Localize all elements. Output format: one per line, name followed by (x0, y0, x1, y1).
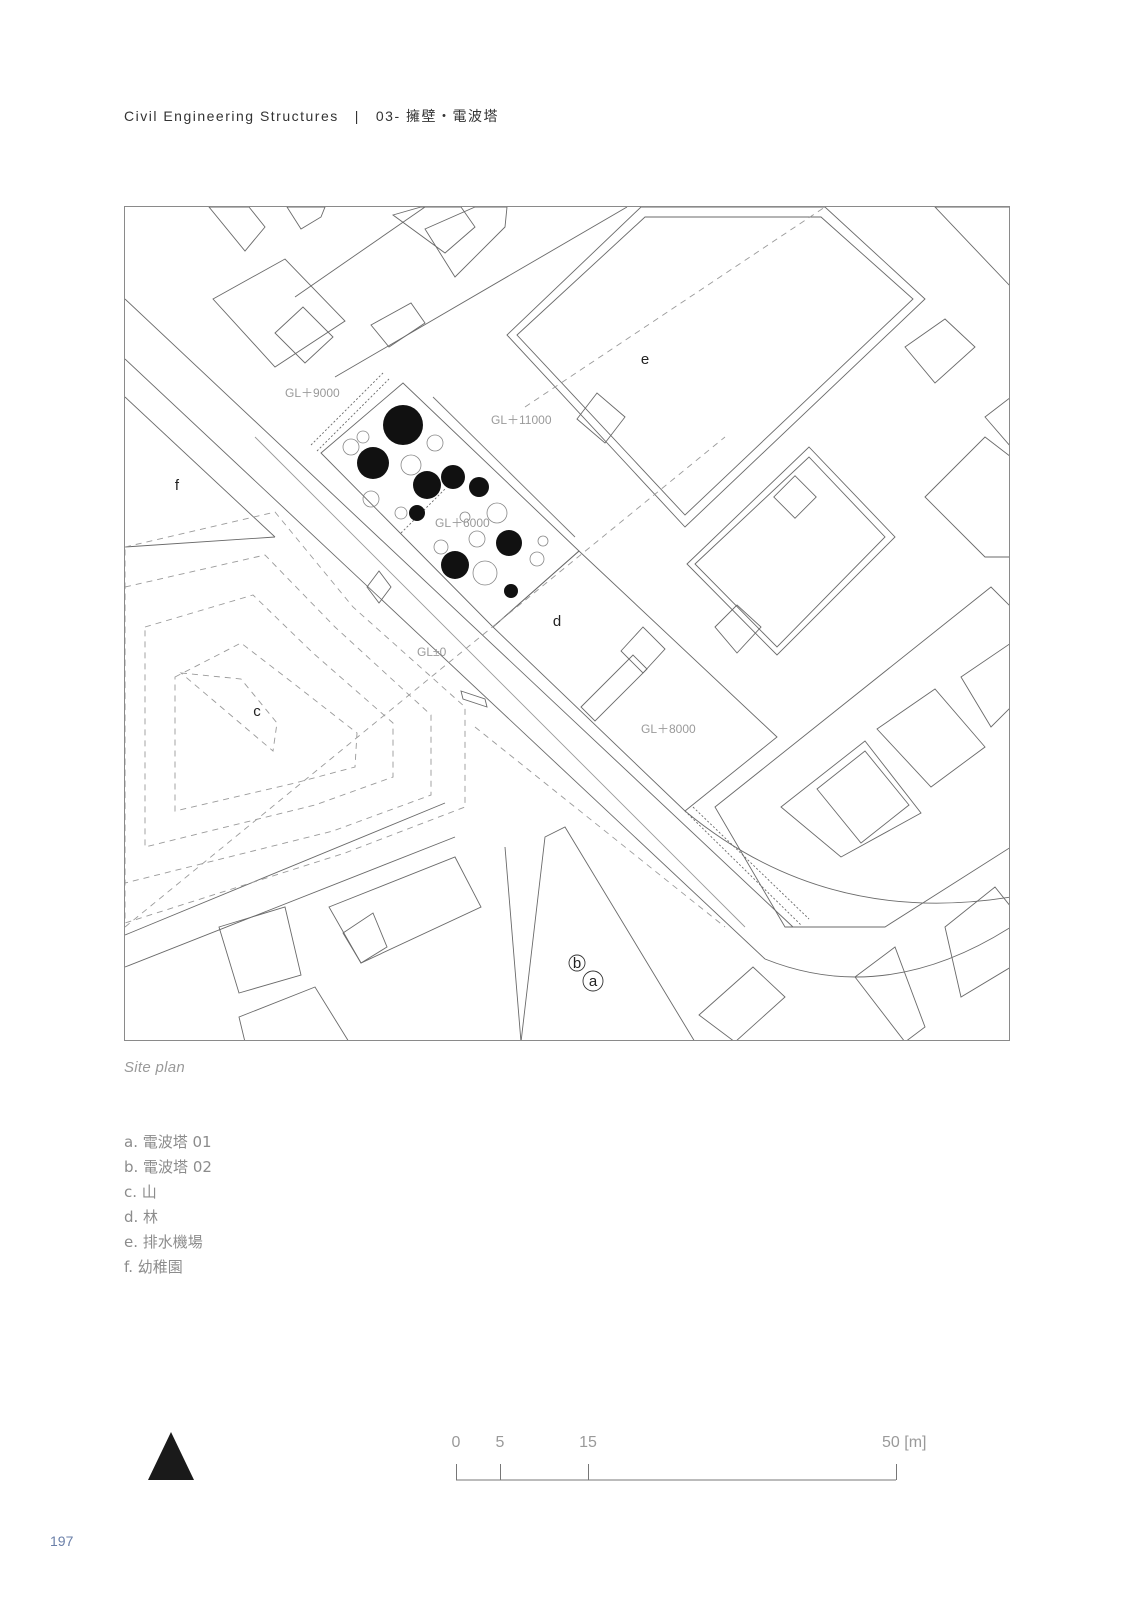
scale-tick-label: 15 (579, 1434, 597, 1451)
house-lr-1 (780, 740, 922, 858)
block-mid (576, 392, 626, 444)
building-e-inner (516, 216, 914, 516)
block-lr-end (944, 886, 1009, 998)
curve-road (764, 927, 1009, 978)
building-2-court (773, 475, 817, 519)
legend-item: f. 幼稚園 (124, 1258, 183, 1276)
forest-edge (432, 396, 576, 538)
block-tr-1 (904, 318, 976, 384)
legend-item: a. 電波塔 01 (124, 1133, 212, 1151)
block-tr-3 (984, 397, 1009, 446)
tower-a-circle (582, 970, 604, 992)
lower-road-1 (125, 836, 456, 968)
house-tl-1 (212, 258, 346, 368)
chapter-title: 03- 擁壁・電波塔 (375, 108, 500, 124)
label-b: b (573, 955, 581, 972)
label-f: f (175, 477, 180, 494)
house-bl-3 (238, 986, 349, 1040)
stair-1 (310, 372, 384, 446)
level-gl-0: GL±0 (417, 645, 447, 659)
legend-item: e. 排水機場 (124, 1233, 203, 1251)
scale-tick-label: 0 (451, 1434, 461, 1451)
stair-d-top (620, 626, 666, 674)
house-bl-2 (328, 856, 482, 964)
house-top-3 (370, 302, 426, 348)
page-number: 197 (50, 1533, 74, 1549)
block-tr-2 (924, 436, 1009, 558)
north-arrow-icon (148, 1432, 194, 1480)
crossing-2 (854, 946, 926, 1040)
tower-b-circle (568, 954, 586, 972)
page-header: Civil Engineering Structures | 03- 擁壁・電波… (124, 106, 499, 126)
label-d: d (553, 613, 561, 630)
stair-3 (684, 810, 802, 926)
scale-tick-label: 5 (495, 1434, 505, 1451)
crossing-1 (698, 966, 786, 1040)
series-title: Civil Engineering Structures (124, 108, 339, 124)
legend-list: a. 電波塔 01 b. 電波塔 02 c. 山 d. 林 e. 排水機場 f.… (124, 1130, 212, 1280)
level-gl-8000: GL＋8000 (641, 722, 696, 736)
house-tl-3 (286, 207, 326, 230)
level-gl-6000: GL＋6000 (435, 516, 490, 530)
legend-item: d. 林 (124, 1208, 159, 1226)
header-separator: | (354, 108, 360, 124)
scale-tick-label: 50 [m] (882, 1434, 927, 1451)
building-2 (686, 446, 896, 656)
house-lr-3 (960, 643, 1009, 728)
house-top-1 (391, 207, 476, 254)
plot-f-edge (125, 396, 276, 538)
road-center (254, 436, 746, 928)
label-c: c (253, 703, 261, 720)
upper-road-1 (334, 207, 628, 378)
forest-trees (342, 405, 549, 598)
stair-1b (316, 378, 390, 452)
road-diamond (366, 570, 392, 604)
road-edge-2 (125, 358, 766, 960)
house-bl-1 (218, 906, 302, 994)
plot-f-bottom (125, 536, 276, 548)
plot-d-lower (492, 550, 778, 812)
house-top-2 (424, 207, 508, 278)
block-top-right (934, 207, 1009, 286)
house-lr-1-inner (816, 750, 910, 844)
road-marker (460, 690, 488, 708)
figure-caption: Site plan (124, 1059, 186, 1076)
building-2-inner (694, 456, 886, 648)
site-plan-svg: e f d c b a GL＋9000 GL＋11000 GL＋6000 GL±… (125, 207, 1009, 1040)
house-bl-2b (342, 912, 388, 964)
plot-lower-right (714, 586, 1009, 928)
label-a: a (589, 973, 598, 990)
road-edge-1 (125, 298, 794, 928)
label-e: e (641, 351, 649, 368)
plot-towers (520, 826, 695, 1040)
stair-3b (692, 806, 810, 920)
legend-item: b. 電波塔 02 (124, 1158, 212, 1176)
house-tl-1-roof (274, 306, 334, 364)
level-gl-11000: GL＋11000 (491, 413, 552, 427)
legend-item: c. 山 (124, 1183, 157, 1201)
curve-road-2 (684, 810, 1009, 904)
stair-d (580, 654, 648, 722)
house-tl-2 (208, 207, 266, 252)
building-e (506, 207, 926, 528)
tower-symbols (568, 954, 604, 992)
mountain-contours (125, 207, 826, 928)
level-gl-9000: GL＋9000 (285, 386, 340, 400)
scale-bar-line (456, 1464, 897, 1481)
scale-bar: 0 5 15 50 [m] (452, 1434, 946, 1494)
lower-road-3 (504, 846, 522, 1040)
house-lr-2 (876, 688, 986, 788)
block-mid-2 (714, 604, 762, 654)
lower-road-2 (125, 802, 446, 936)
site-plan-drawing: e f d c b a GL＋9000 GL＋11000 GL＋6000 GL±… (124, 206, 1010, 1041)
